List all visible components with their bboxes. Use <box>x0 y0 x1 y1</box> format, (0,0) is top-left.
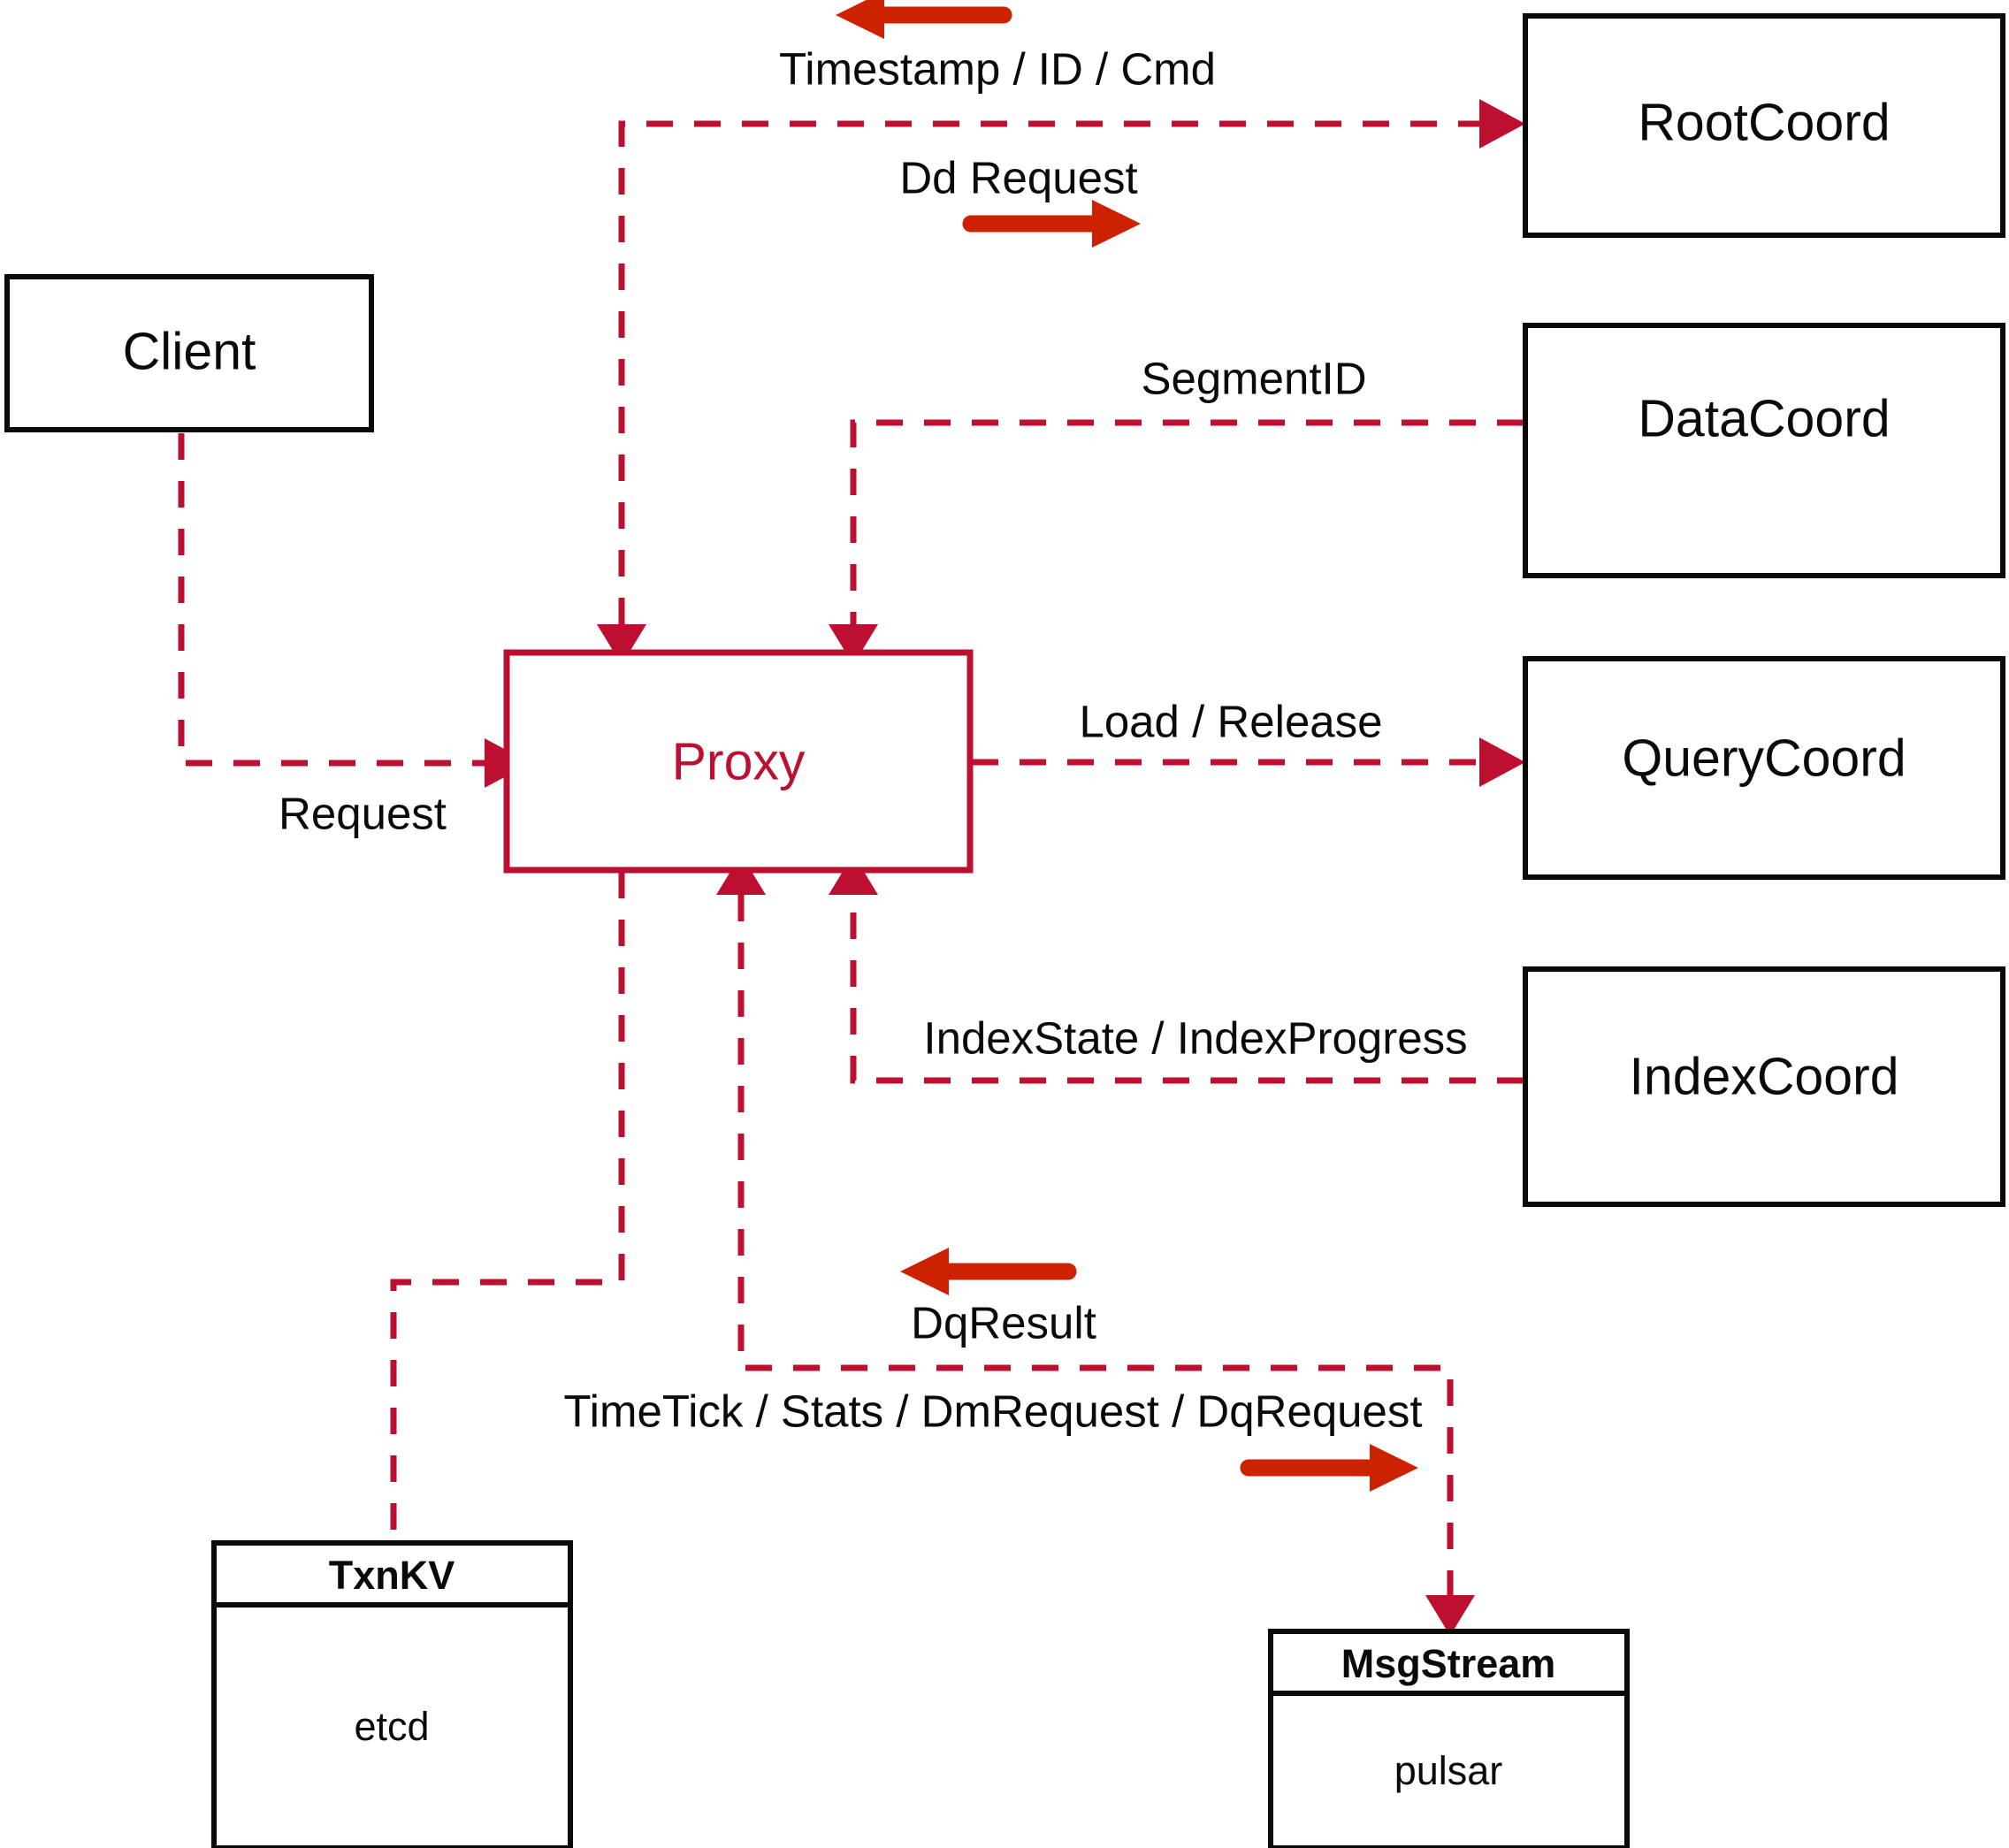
edge-label-timetick-stats: TimeTick / Stats / DmRequest / DqRequest <box>563 1386 1422 1436</box>
indexcoord-box[interactable] <box>1523 966 2005 1207</box>
edge-line-segmentid <box>850 419 1524 624</box>
datacoord-box[interactable] <box>1523 323 2005 578</box>
edge-label-index-state-progress: IndexState / IndexProgress <box>923 1012 1467 1063</box>
arrowhead-dqresult-into-proxy <box>716 854 766 895</box>
edge-label-request: Request <box>279 788 447 838</box>
edge-label-load-release: Load / Release <box>1079 696 1382 746</box>
direction-arrow-dqresult-left <box>900 1248 1077 1295</box>
rootcoord-label: RootCoord <box>1638 94 1890 152</box>
edge-line-request <box>178 433 485 767</box>
edge-client-to-proxy <box>178 433 531 788</box>
edge-proxy-to-rootcoord <box>597 99 1525 665</box>
txnkv-impl: etcd <box>354 1704 429 1749</box>
querycoord-label: QueryCoord <box>1622 729 1906 788</box>
node-msgstream[interactable]: MsgStream pulsar <box>1268 1629 1630 1848</box>
edge-label-dq-result: DqResult <box>911 1297 1096 1348</box>
querycoord-box[interactable] <box>1523 656 2005 880</box>
msgstream-impl: pulsar <box>1394 1748 1503 1793</box>
edge-datacoord-to-proxy <box>829 419 1524 665</box>
direction-arrow-timetick-right <box>1240 1444 1418 1492</box>
node-proxy[interactable]: Proxy <box>503 649 974 874</box>
arrowhead-load-release <box>1479 737 1525 787</box>
indexcoord-label: IndexCoord <box>1629 1048 1898 1106</box>
msgstream-box[interactable] <box>1268 1629 1630 1848</box>
proxy-box[interactable] <box>503 649 974 874</box>
msgstream-title: MsgStream <box>1341 1641 1556 1686</box>
node-txnkv[interactable]: TxnKV etcd <box>211 1540 573 1848</box>
edge-label-dd-request: Dd Request <box>899 152 1137 202</box>
txnkv-title: TxnKV <box>329 1553 455 1598</box>
node-datacoord[interactable]: DataCoord <box>1523 323 2005 578</box>
edge-label-segment-id: SegmentID <box>1141 353 1366 403</box>
edge-label-timestamp-id-cmd: Timestamp / ID / Cmd <box>779 43 1216 94</box>
direction-arrow-dd-request-right <box>962 200 1141 248</box>
txnkv-box[interactable] <box>211 1540 573 1848</box>
edge-proxy-msgstream <box>716 854 1475 1636</box>
edge-line-dd-request <box>618 120 1479 624</box>
edge-proxy-to-txnkv <box>390 872 625 1540</box>
node-querycoord[interactable]: QueryCoord <box>1523 656 2005 880</box>
rootcoord-box[interactable] <box>1523 13 2005 238</box>
edge-indexcoord-to-proxy <box>829 854 1524 1084</box>
edge-line-indexstate <box>850 895 1524 1084</box>
arrowhead-dd-request <box>1479 99 1525 149</box>
arrowhead-segmentid <box>829 624 878 665</box>
node-rootcoord[interactable]: RootCoord <box>1523 13 2005 238</box>
direction-arrow-timestamp-left <box>836 0 1012 39</box>
arrowhead-indexstate <box>829 854 878 895</box>
client-box[interactable] <box>4 274 374 432</box>
edge-line-timetick <box>737 895 1454 1595</box>
arrowhead-into-msgstream <box>1425 1595 1475 1636</box>
client-label: Client <box>123 323 256 381</box>
datacoord-label: DataCoord <box>1638 390 1890 448</box>
arrowhead-timestamp-into-proxy <box>597 624 646 665</box>
proxy-label: Proxy <box>672 733 806 791</box>
edge-proxy-to-querycoord <box>972 737 1525 787</box>
edge-line-txnkv <box>390 872 625 1540</box>
node-indexcoord[interactable]: IndexCoord <box>1523 966 2005 1207</box>
node-client[interactable]: Client <box>4 274 374 432</box>
